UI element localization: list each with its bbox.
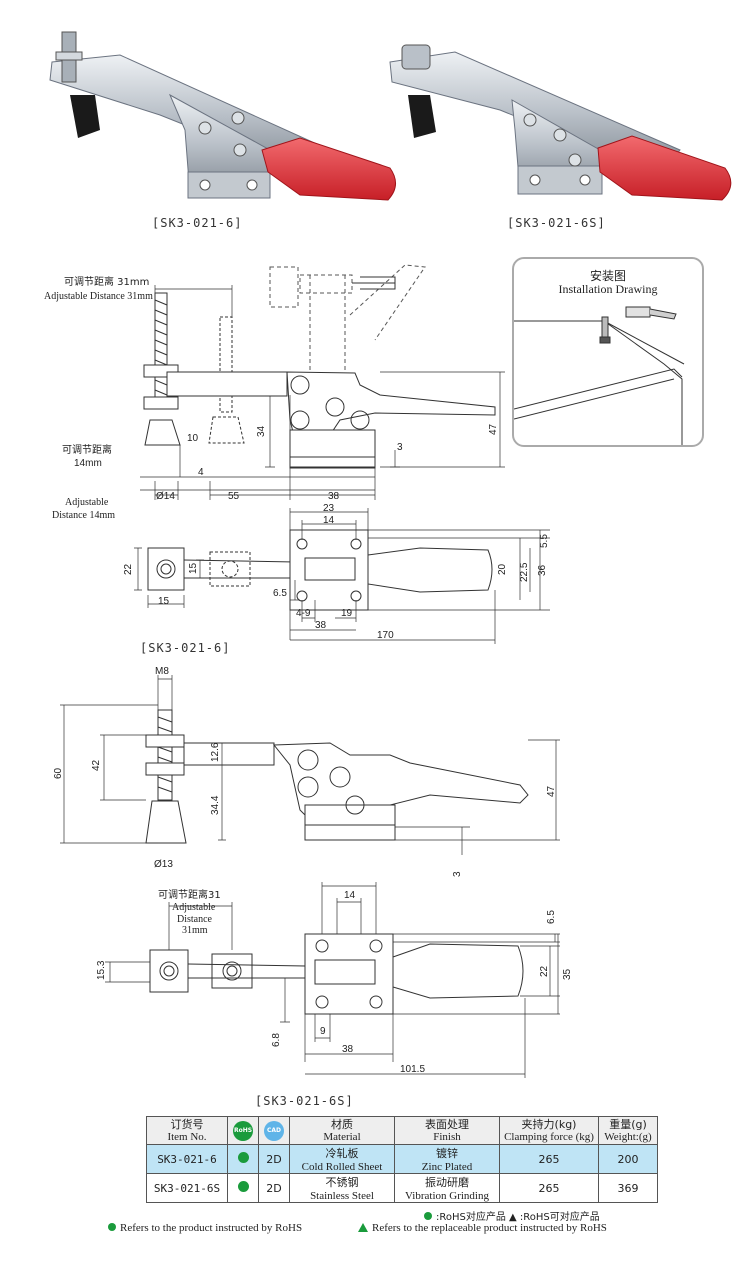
- side-view-drawing: 可调节距离 31mm Adjustable Distance 31mm 可调节距…: [44, 245, 505, 521]
- dim-47: 47: [488, 423, 499, 435]
- rohs-icon: RoHS: [233, 1120, 253, 1141]
- dim-dia13: Ø13: [154, 859, 173, 870]
- dim-15v: 15: [188, 562, 199, 574]
- dim-12-6: 12.6: [210, 742, 221, 762]
- adj-6s-en2: Distance: [177, 914, 213, 925]
- dim-38: 38: [328, 491, 340, 502]
- install-title-en: Installation Drawing: [558, 282, 658, 296]
- dim-55: 55: [228, 491, 240, 502]
- dim-6-5: 6.5: [273, 588, 287, 599]
- dim-10: 10: [187, 433, 199, 444]
- green-dot-icon: [424, 1212, 432, 1220]
- installation-sketch: [514, 259, 702, 445]
- adj-top-en: Adjustable Distance 31mm: [44, 291, 153, 302]
- dim-3: 3: [397, 442, 403, 453]
- th-rohs: RoHS: [227, 1116, 259, 1145]
- dim-4-9: 4-9: [296, 608, 311, 619]
- caption-drawing-6: [SK3-021-6]: [140, 641, 231, 655]
- dim-19: 19: [341, 608, 353, 619]
- dim-170: 170: [377, 630, 394, 641]
- adj-6s-en3: 31mm: [182, 925, 208, 936]
- adj-6s-en1: Adjustable: [172, 902, 216, 913]
- dim-23: 23: [323, 503, 335, 514]
- th-weight: 重量(g)Weight:(g): [598, 1116, 658, 1145]
- side-view-drawing-6s: M8 42 60 12.6 34.4 47 3 Ø13: [53, 666, 570, 877]
- legend-triangle: Refers to the replaceable product instru…: [358, 1222, 607, 1234]
- dim-42: 42: [91, 759, 102, 771]
- dim-23b: 23: [342, 882, 354, 883]
- dim-14b: 14: [344, 890, 356, 901]
- th-force: 夹持力(kg)Clamping force (kg): [499, 1116, 599, 1145]
- adj-bot-en1: Adjustable: [65, 497, 109, 508]
- adj-bot-mm: 14mm: [74, 458, 102, 469]
- dim-6-5b: 6.5: [546, 910, 557, 924]
- dim-9: 9: [320, 1026, 326, 1037]
- dim-m8: M8: [155, 666, 169, 677]
- dim-20: 20: [497, 563, 508, 575]
- dim-36: 36: [537, 564, 548, 576]
- dim-15-3: 15.3: [96, 960, 107, 980]
- dim-4: 4: [198, 467, 204, 478]
- installation-drawing-panel: 安装图 Installation Drawing: [512, 257, 704, 447]
- dim-101-5: 101.5: [400, 1064, 425, 1075]
- dim-22: 22: [123, 563, 134, 575]
- dim-38: 38: [315, 620, 327, 631]
- dim-22b: 22: [539, 965, 550, 977]
- adj-top-cn: 可调节距离 31mm: [64, 275, 149, 288]
- install-title-cn: 安装图: [589, 269, 626, 283]
- adj-bot-en2: Distance 14mm: [52, 510, 115, 521]
- dim-60: 60: [53, 767, 64, 779]
- clamp-photo-zinc: [50, 32, 396, 200]
- clamp-photo-stainless: [390, 45, 731, 200]
- dim-35: 35: [562, 968, 573, 980]
- top-view-drawing-6: 23 14 5.5 22 15 20 22.5 36 15 6.5 4-9 19…: [123, 503, 550, 645]
- rohs-note-cn: :RoHS对应产品 ▲ :RoHS可对应产品: [424, 1208, 600, 1223]
- cad-icon: CAD: [264, 1120, 284, 1141]
- caption-drawing-6s: [SK3-021-6S]: [255, 1094, 354, 1108]
- caption-right: [SK3-021-6S]: [507, 216, 606, 230]
- adj-6s-cn: 可调节距离31: [158, 888, 221, 901]
- legend-dot: Refers to the product instructed by RoHS: [108, 1222, 302, 1234]
- adj-bot-cn: 可调节距离: [62, 443, 112, 456]
- rohs-dot-icon: [237, 1181, 249, 1192]
- product-photos: [0, 0, 750, 245]
- dim-47b: 47: [546, 785, 557, 797]
- rohs-dot-icon: [237, 1152, 249, 1163]
- dim-dia14: Ø14: [156, 491, 175, 502]
- dim-22-5: 22.5: [519, 562, 530, 582]
- caption-left: [SK3-021-6]: [152, 216, 243, 230]
- dim-3b: 3: [452, 871, 463, 877]
- green-triangle-icon: [358, 1223, 368, 1232]
- dim-15h: 15: [158, 596, 170, 607]
- dim-34-4: 34.4: [210, 795, 221, 815]
- dim-6-8: 6.8: [271, 1033, 282, 1047]
- top-view-drawing-6s: 可调节距离31 Adjustable Distance 31mm 23 14 6…: [96, 882, 573, 1082]
- dim-38b: 38: [342, 1044, 354, 1055]
- dim-34: 34: [256, 425, 267, 437]
- green-dot-icon: [108, 1223, 116, 1231]
- dim-14: 14: [323, 515, 335, 526]
- th-cad: CAD: [258, 1116, 290, 1145]
- dim-5-5: 5.5: [539, 534, 550, 548]
